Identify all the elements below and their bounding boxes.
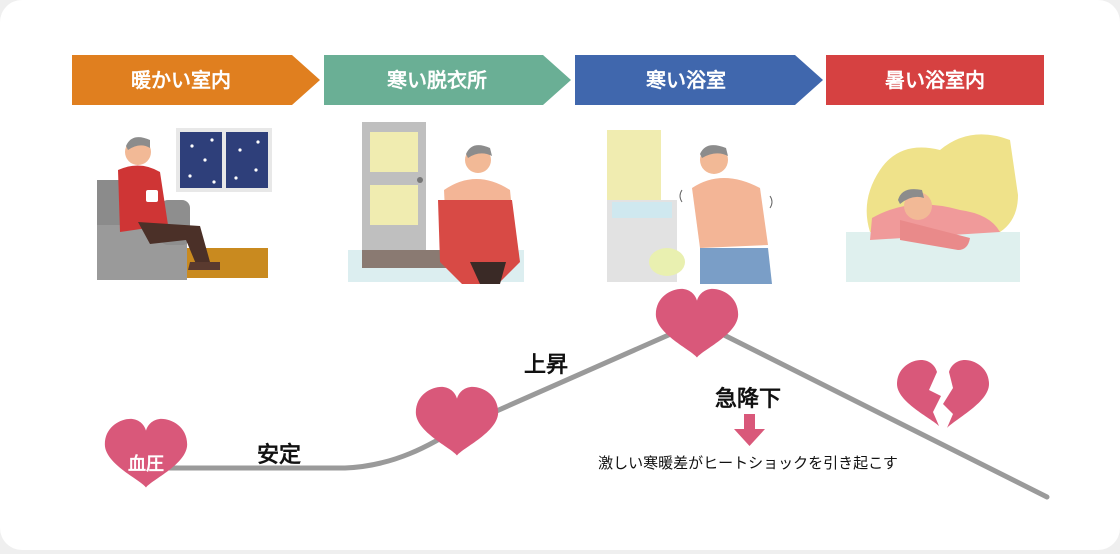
broken-heart-icon xyxy=(897,360,989,428)
stage-label-4: 暑い浴室内 xyxy=(885,68,985,92)
stage-banners: 暖かい室内 寒い脱衣所 寒い浴室 暑い浴室内 xyxy=(72,55,1044,105)
stage-banner-3 xyxy=(575,55,823,105)
scene-warm-room-illustration xyxy=(97,128,272,280)
stage-banner-1 xyxy=(72,55,320,105)
label-rise: 上昇 xyxy=(524,353,568,378)
stage-banner-4 xyxy=(826,55,1044,105)
heart-label: 血圧 xyxy=(128,453,164,475)
label-drop: 急降下 xyxy=(715,386,781,412)
stage-label-2: 寒い脱衣所 xyxy=(387,68,487,92)
stage-banner-2 xyxy=(324,55,571,105)
label-stable: 安定 xyxy=(257,442,301,468)
stage-label-1: 暖かい室内 xyxy=(131,68,231,92)
caption-text: 激しい寒暖差がヒートショックを引き起こす xyxy=(598,454,898,472)
scene-cold-bathroom-illustration xyxy=(607,130,773,284)
stage-label-3: 寒い浴室 xyxy=(646,68,726,92)
scene-changing-room-illustration xyxy=(348,122,524,284)
scene-hot-bath-illustration xyxy=(846,134,1020,282)
drop-arrow-icon xyxy=(734,414,765,446)
